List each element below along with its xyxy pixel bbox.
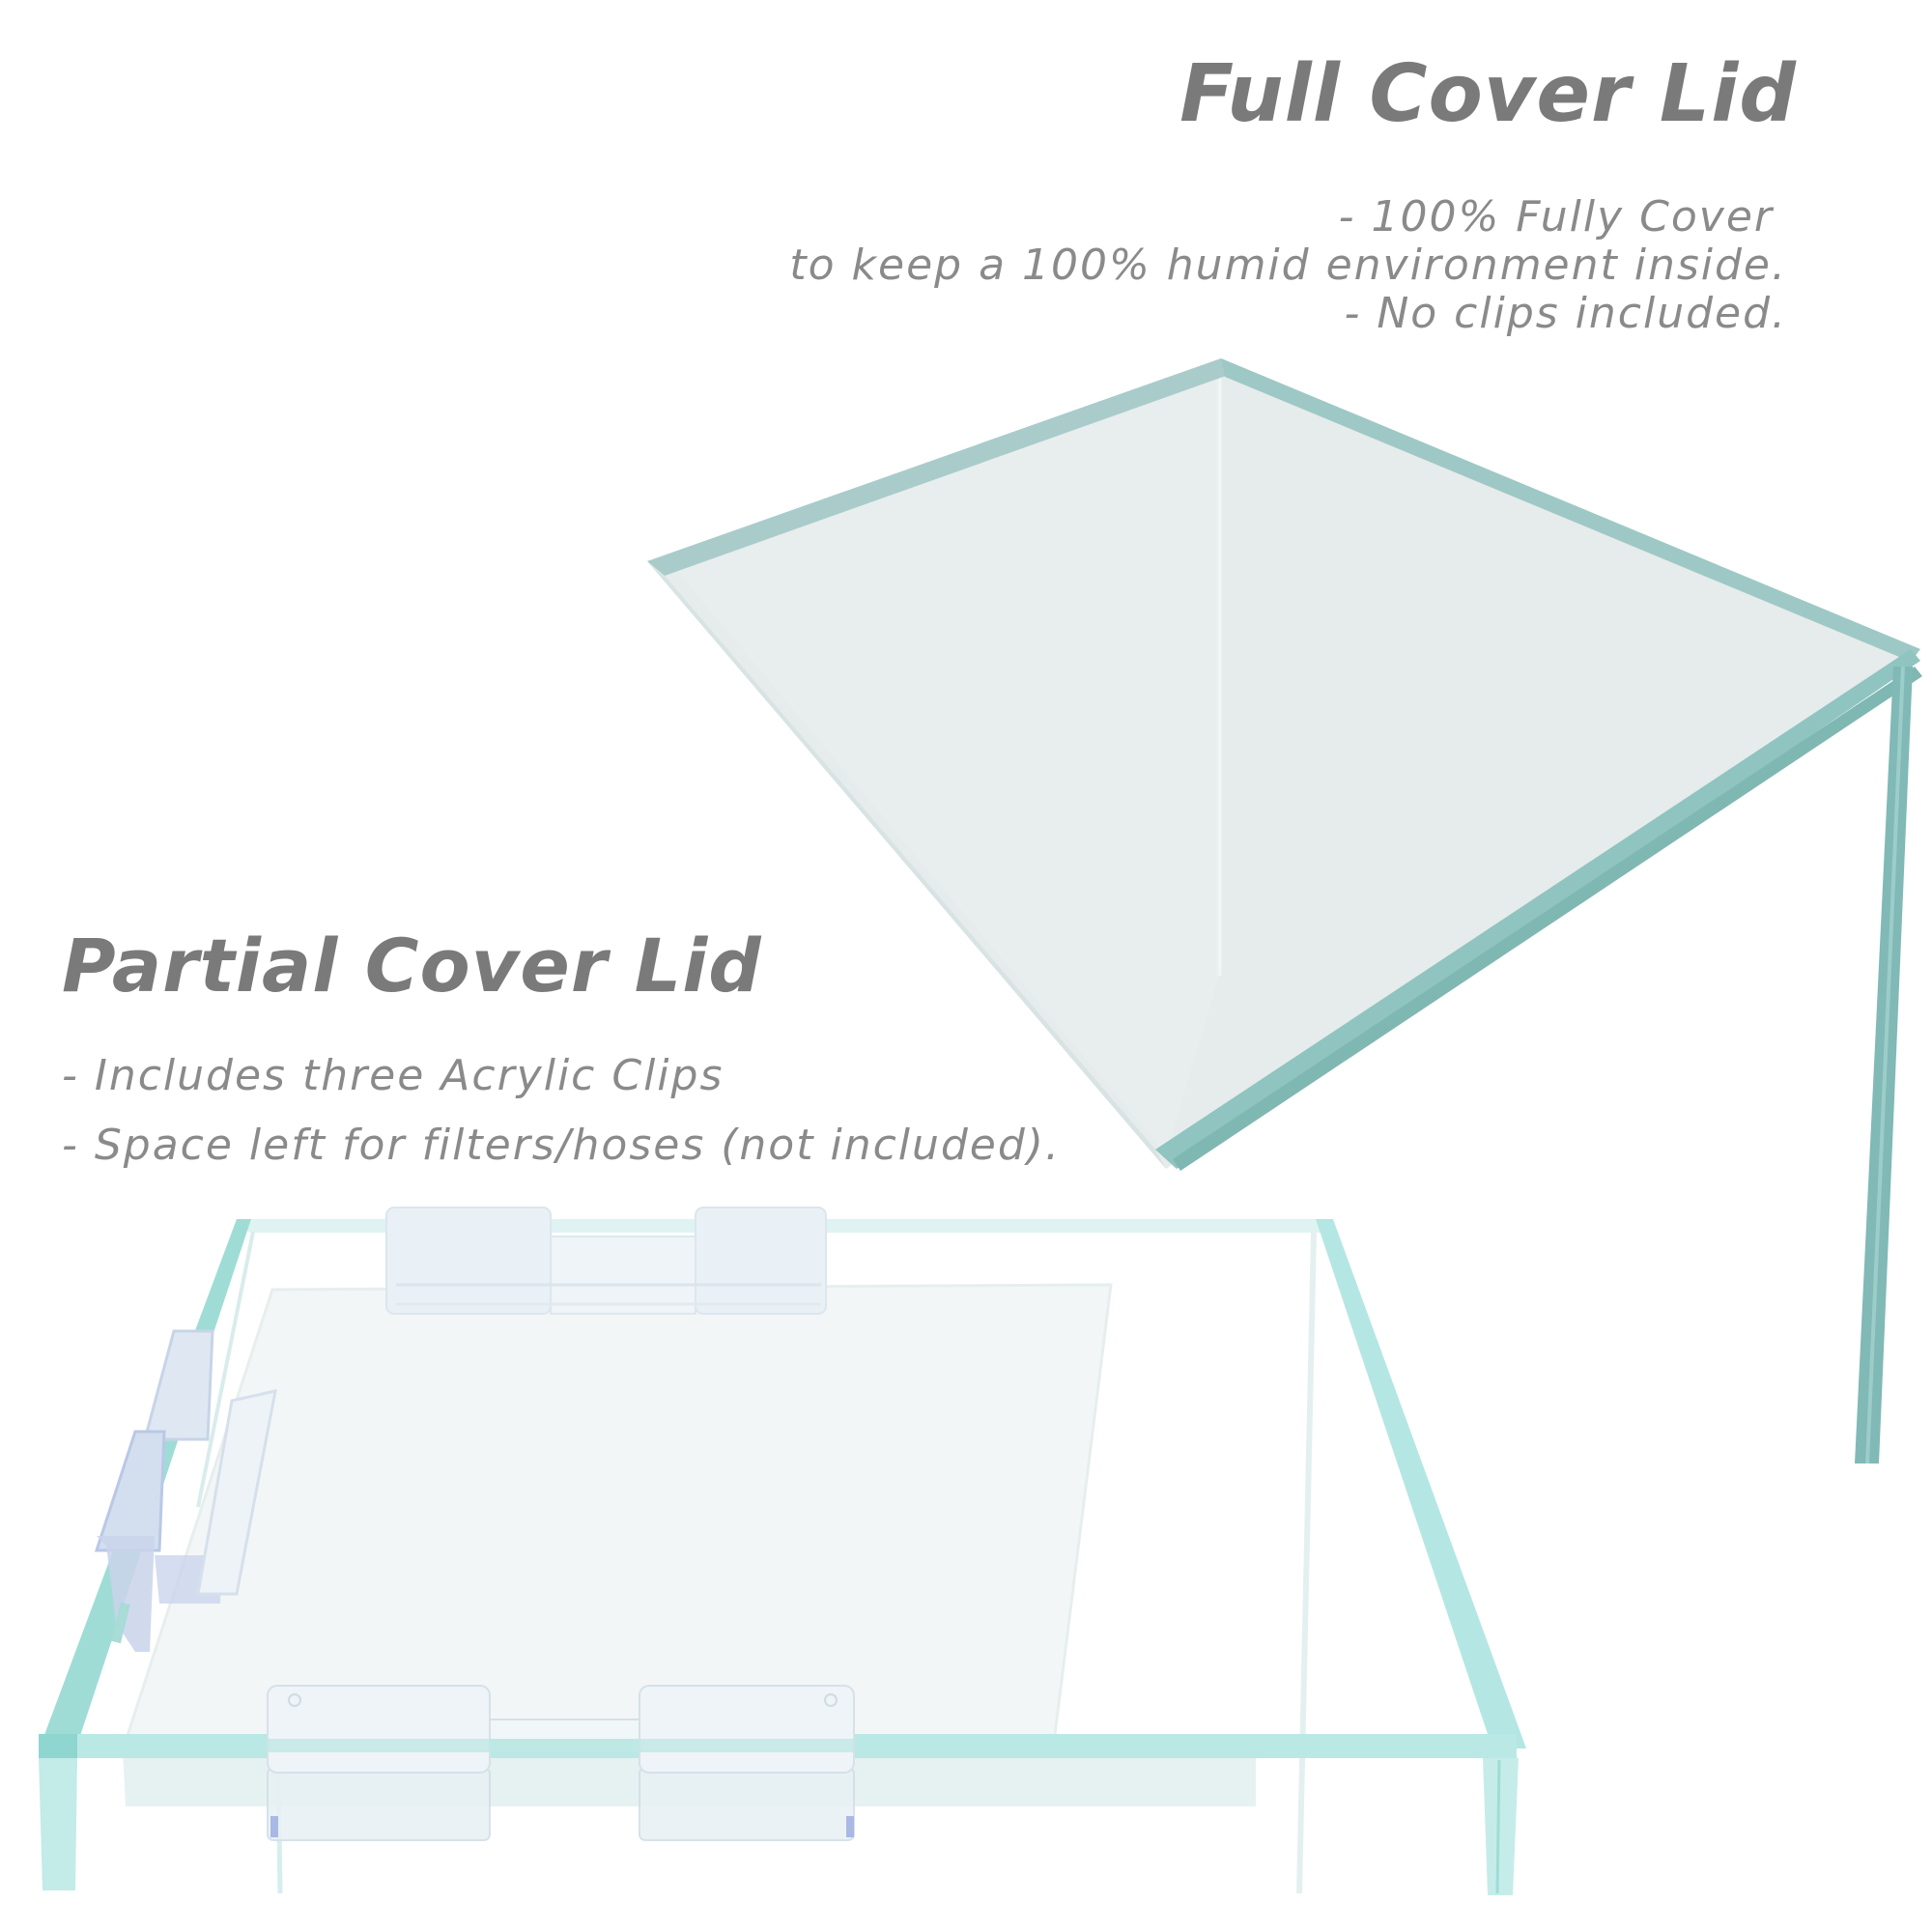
acrylic-clip-left xyxy=(94,1329,277,1652)
partial-cover-feature-line: - Includes three Acrylic Clips xyxy=(62,1051,724,1100)
partial-cover-lid-description: - Includes three Acrylic Clips - Space l… xyxy=(62,1041,1061,1180)
partial-cover-feature-line: - Space left for filters/hoses (not incl… xyxy=(62,1121,1061,1170)
full-cover-feature-line: to keep a 100% humid environment inside. xyxy=(789,241,1787,290)
full-cover-lid-title: Full Cover Lid xyxy=(1179,48,1797,140)
acrylic-clip-front xyxy=(267,1685,855,1841)
partial-cover-lid-title: Partial Cover Lid xyxy=(62,923,762,1009)
acrylic-clip-back xyxy=(385,1207,827,1315)
full-cover-lid-glass xyxy=(647,358,1922,1464)
full-cover-feature-line: - No clips included. xyxy=(1344,289,1787,338)
full-cover-lid-description: - 100% Fully Cover to keep a 100% humid … xyxy=(789,193,1787,338)
full-cover-feature-line: - 100% Fully Cover xyxy=(1338,192,1774,242)
